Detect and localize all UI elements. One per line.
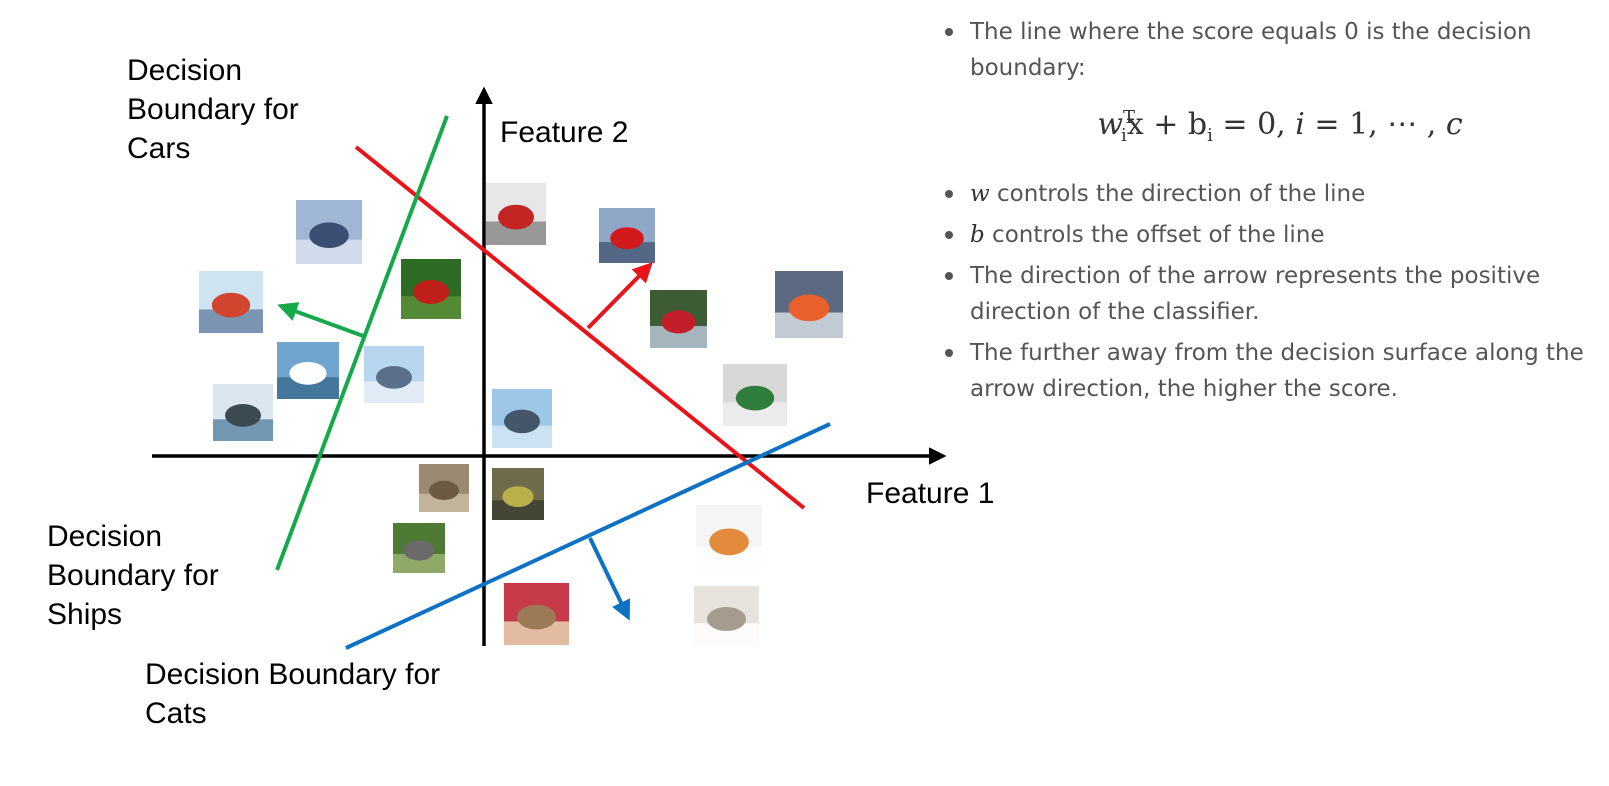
note-text: The further away from the decision surfa… [970,340,1584,402]
b-symbol: b [970,222,985,248]
w-symbol: w [970,181,990,207]
boundary-line-cars [354,145,806,510]
arrow-ships [277,302,367,339]
bird-thumbnail [492,468,544,520]
arrow-cats [588,537,631,621]
explanation-list: The line where the score equals 0 is the… [940,14,1590,407]
note-score: The further away from the decision surfa… [940,335,1590,407]
boundary-line-ships [275,115,449,571]
car-thumbnail [599,208,655,263]
note-text: controls the direction of the line [989,181,1366,207]
bird-thumbnail [401,259,461,319]
note-arrow-direction: The direction of the arrow represents th… [940,258,1590,330]
boundary-equation: wTix + bi = 0, i = 1, ⋯ , c [1097,107,1463,146]
car-thumbnail [775,271,843,338]
cat-thumbnail [504,583,569,645]
ship-thumbnail [277,342,339,399]
boundary-line-cats [345,422,831,650]
explanation-panel: The line where the score equals 0 is the… [940,14,1590,412]
boundary-label-cars: Decision Boundary for Cars [127,54,307,165]
thumbnail-group [199,183,843,646]
arrow-cars [586,262,653,330]
y-axis-label: Feature 2 [500,116,628,149]
note-text: The direction of the arrow represents th… [970,263,1541,325]
bird-thumbnail [393,523,445,573]
note-b: b controls the offset of the line [940,217,1590,253]
truck-thumbnail [486,183,546,245]
cat-thumbnail [694,586,759,646]
note-text: controls the offset of the line [984,222,1325,248]
airplane-thumbnail [492,389,552,448]
car-thumbnail [650,290,707,348]
note-w: w controls the direction of the line [940,176,1590,212]
ship-thumbnail [296,200,362,264]
airplane-thumbnail [364,346,424,403]
x-axis-label: Feature 1 [866,477,994,510]
ship-thumbnail [213,384,273,441]
note-text: The line where the score equals 0 is the… [970,19,1532,81]
note-decision-boundary: The line where the score equals 0 is the… [940,14,1590,154]
boundary-label-ships: Decision Boundary for Ships [47,520,227,631]
truck-thumbnail [723,364,787,426]
bird-thumbnail [419,464,469,512]
boundary-label-cats: Decision Boundary for Cats [145,658,449,730]
ship-thumbnail [199,271,263,333]
cat-thumbnail [696,505,762,572]
